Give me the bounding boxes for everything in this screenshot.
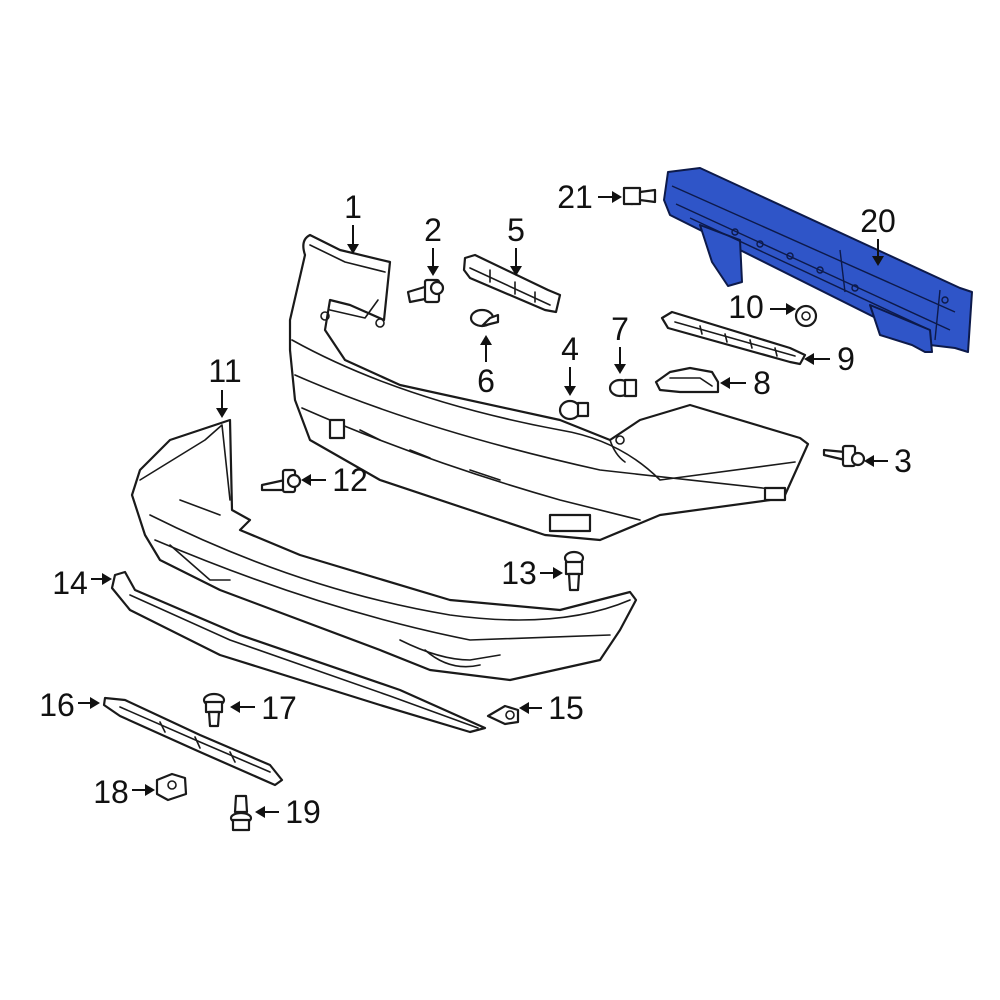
callout-6-label: 6 — [477, 363, 495, 399]
callout-10: 10 — [728, 289, 796, 325]
callout-9-label: 9 — [837, 341, 855, 377]
part-14-trim-strip[interactable] — [110, 570, 487, 734]
callout-4-label: 4 — [561, 331, 579, 367]
part-5-bracket[interactable] — [462, 253, 562, 314]
callout-21-label: 21 — [557, 179, 593, 215]
callout-18: 18 — [93, 774, 155, 810]
callout-7: 8 — [720, 365, 771, 401]
part-11-lower-cover[interactable] — [130, 418, 638, 682]
callout-7-label: 8 — [753, 365, 771, 401]
part-6-clip[interactable] — [469, 308, 500, 328]
callout-8: 7 — [611, 311, 629, 374]
part-10-grommet[interactable] — [794, 304, 818, 328]
callout-17: 17 — [230, 690, 297, 726]
callout-4: 4 — [561, 331, 579, 396]
callout-12-label: 12 — [332, 462, 368, 498]
callout-8-label: 7 — [611, 311, 629, 347]
part-9-retainer[interactable] — [660, 310, 807, 366]
part-18-nut[interactable] — [155, 772, 188, 802]
callout-17-label: 17 — [261, 690, 297, 726]
part-20-reinforcement-beam[interactable] — [663, 167, 973, 353]
callout-13: 13 — [501, 555, 563, 591]
callout-19-label: 19 — [285, 794, 321, 830]
part-8-nut[interactable] — [608, 378, 638, 398]
callout-20: 20 — [860, 203, 896, 266]
callout-2-label: 2 — [424, 212, 442, 248]
callout-1-label: 1 — [344, 189, 362, 225]
callout-15: 15 — [519, 690, 584, 726]
part-16-bracket[interactable] — [102, 696, 284, 787]
part-12-bolt[interactable] — [260, 468, 302, 494]
callout-5-label: 5 — [507, 212, 525, 248]
callout-14: 14 — [52, 565, 112, 601]
part-7-retainer[interactable] — [654, 366, 720, 394]
part-3-bolt[interactable] — [822, 444, 866, 468]
part-2-bolt[interactable] — [406, 278, 445, 304]
callout-13-label: 13 — [501, 555, 537, 591]
part-4-clip[interactable] — [558, 399, 590, 421]
part-15-clip[interactable] — [486, 704, 520, 726]
part-13-clip[interactable] — [563, 550, 585, 592]
callout-16: 16 — [39, 687, 100, 723]
part-17-bolt[interactable] — [202, 692, 226, 728]
callout-3-label: 3 — [894, 443, 912, 479]
callout-2: 2 — [424, 212, 442, 276]
callout-14-label: 14 — [52, 565, 88, 601]
callout-9: 9 — [804, 341, 855, 377]
callout-18-label: 18 — [93, 774, 129, 810]
callout-3: 3 — [864, 443, 912, 479]
callout-16-label: 16 — [39, 687, 75, 723]
callout-5: 5 — [507, 212, 525, 276]
callout-6: 6 — [477, 335, 495, 399]
callout-1: 1 — [344, 189, 362, 254]
part-1-bumper-cover[interactable] — [288, 233, 810, 542]
callout-20-label: 20 — [860, 203, 896, 239]
callout-15-label: 15 — [548, 690, 584, 726]
callout-12: 12 — [301, 462, 368, 498]
part-21-bolt[interactable] — [622, 186, 657, 206]
callout-19: 19 — [255, 794, 321, 830]
part-19-clip[interactable] — [229, 794, 253, 832]
callout-10-label: 10 — [728, 289, 764, 325]
callout-11-label: 11 — [208, 353, 241, 389]
callout-21: 21 — [557, 179, 622, 215]
callout-11: 11 — [208, 353, 242, 418]
